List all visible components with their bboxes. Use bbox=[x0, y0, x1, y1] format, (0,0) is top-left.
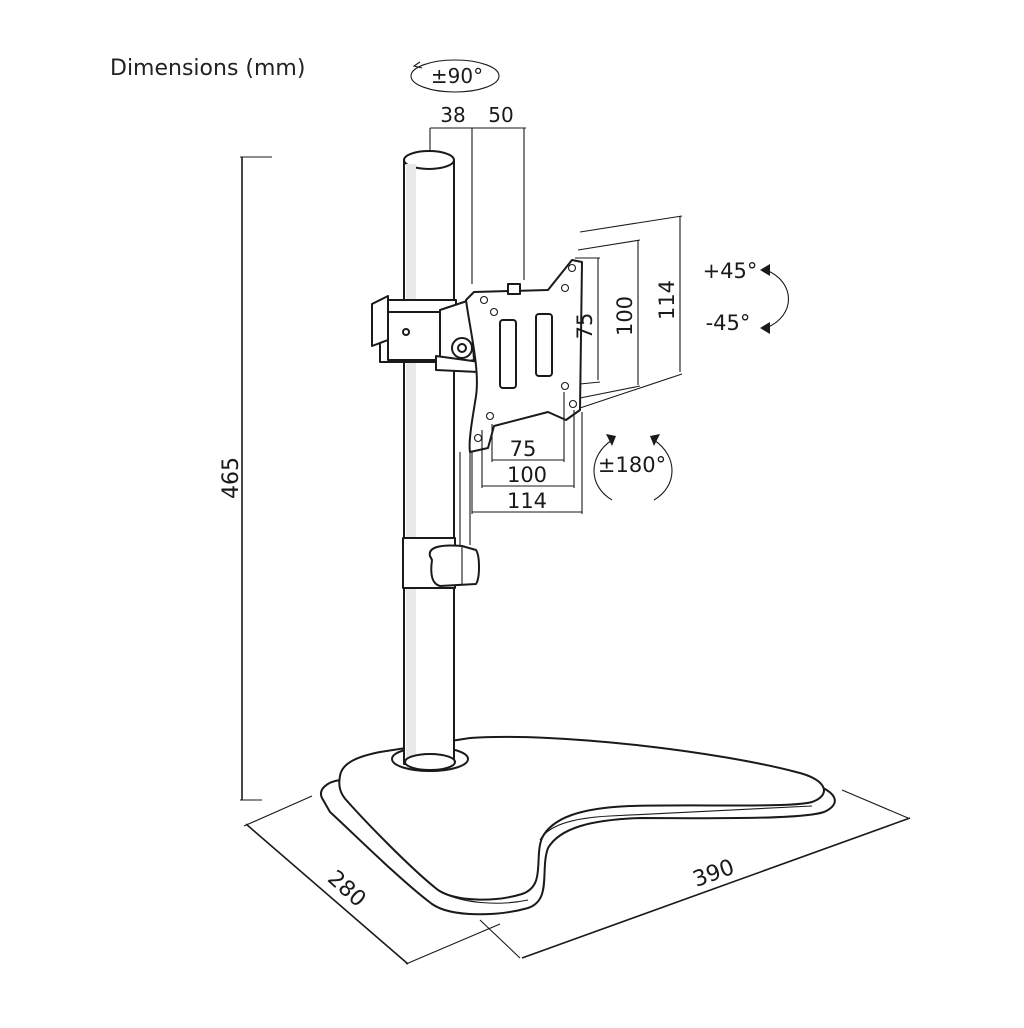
swivel-label: ±90° bbox=[431, 64, 483, 88]
stand-pole bbox=[403, 150, 456, 771]
rotate-icon bbox=[593, 434, 673, 501]
diagram-title: Dimensions (mm) bbox=[110, 56, 306, 81]
depth-dimension bbox=[243, 795, 501, 965]
vesa-horizontal-dimensions bbox=[471, 392, 583, 514]
vesa-h-114-label: 114 bbox=[507, 489, 547, 513]
vesa-v-114-label: 114 bbox=[655, 280, 679, 320]
stand-base bbox=[320, 735, 836, 916]
vesa-vertical-dimensions bbox=[575, 215, 683, 409]
offset-dimension bbox=[429, 127, 526, 284]
tilt-down-label: -45° bbox=[706, 311, 751, 335]
vesa-v-100-label: 100 bbox=[613, 296, 637, 336]
width-label: 390 bbox=[690, 855, 738, 893]
pole-clamp bbox=[371, 295, 481, 373]
vesa-v-75-label: 75 bbox=[573, 313, 597, 340]
height-dimension bbox=[240, 156, 272, 801]
width-dimension bbox=[479, 789, 911, 959]
depth-label: 280 bbox=[322, 866, 370, 913]
offset-38-label: 38 bbox=[440, 103, 465, 127]
cable-clip bbox=[402, 537, 480, 589]
offset-50-label: 50 bbox=[488, 103, 513, 127]
rotate-label: ±180° bbox=[598, 453, 666, 477]
tilt-icon bbox=[760, 264, 790, 334]
vesa-plate bbox=[459, 259, 583, 545]
swivel-icon bbox=[410, 59, 500, 93]
vesa-h-75-label: 75 bbox=[510, 437, 537, 461]
vesa-h-100-label: 100 bbox=[507, 463, 547, 487]
tilt-up-label: +45° bbox=[703, 259, 758, 283]
height-label: 465 bbox=[219, 457, 244, 499]
